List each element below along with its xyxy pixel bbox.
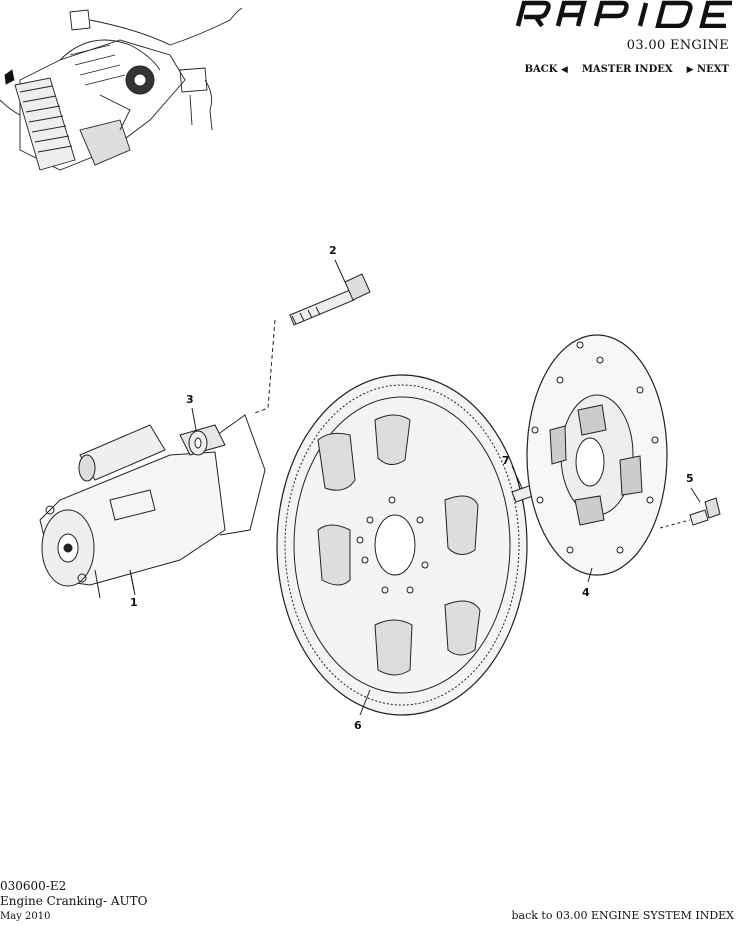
figure-date: May 2010: [0, 911, 51, 922]
back-to-system-index-link[interactable]: back to 03.00 ENGINE SYSTEM INDEX: [511, 909, 735, 922]
exploded-diagram: 1 2 3 4 5 6 7: [0, 230, 737, 750]
bolt-2-part: [289, 273, 371, 326]
back-label: BACK: [524, 64, 558, 75]
figure-code: 030600-E2: [0, 879, 67, 893]
callout-4: 4: [582, 586, 590, 599]
back-link[interactable]: BACK ◀: [525, 64, 568, 75]
drive-plate-4-part: [526, 334, 668, 576]
left-arrow-icon: ◀: [560, 65, 568, 75]
brand-logo: [510, 0, 735, 28]
section-title: 03.00 ENGINE: [626, 38, 729, 53]
engine-thumbnail-image: [0, 0, 250, 190]
starter-motor-part: [39, 414, 266, 599]
rapide-logo-graphic: [515, 0, 732, 28]
figure-title: Engine Cranking- AUTO: [0, 894, 148, 908]
callout-3: 3: [186, 393, 194, 406]
callout-5: 5: [686, 472, 694, 485]
callout-2: 2: [329, 244, 337, 257]
master-index-link[interactable]: MASTER INDEX: [581, 64, 673, 75]
right-arrow-icon: ▶: [686, 65, 694, 75]
next-label: NEXT: [697, 64, 729, 75]
callout-1: 1: [130, 596, 138, 609]
flexplate-6-part: [276, 374, 528, 716]
nav-bar: BACK ◀ MASTER INDEX ▶ NEXT: [525, 64, 729, 75]
next-link[interactable]: ▶ NEXT: [687, 64, 729, 75]
bolt-5-part: [689, 497, 721, 526]
callout-6: 6: [354, 719, 362, 732]
spacer-3-part: [188, 430, 208, 456]
callout-7: 7: [502, 454, 510, 467]
